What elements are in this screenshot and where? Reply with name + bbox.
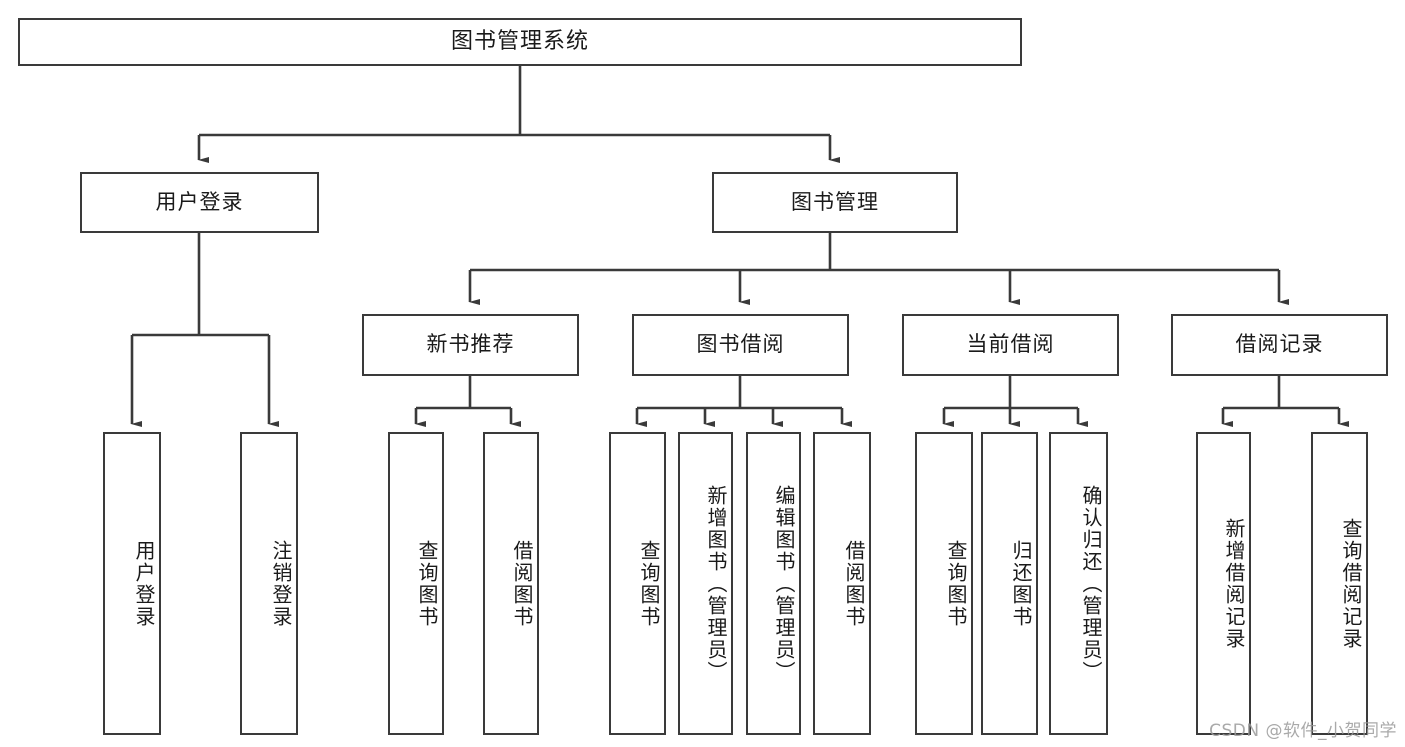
node-leaf-current-return-book[interactable]: 归还图书 (981, 432, 1038, 735)
node-user-login[interactable]: 用户登录 (80, 172, 319, 233)
node-label: 图书借阅 (696, 332, 785, 357)
node-leaf-borrow-query-book[interactable]: 查询图书 (609, 432, 666, 735)
node-new-book-recommend[interactable]: 新书推荐 (362, 314, 579, 376)
node-leaf-borrow-borrow-book[interactable]: 借阅图书 (813, 432, 871, 735)
node-label: 新书推荐 (426, 332, 515, 357)
node-label: 新增借阅记录 (1222, 517, 1246, 650)
node-leaf-record-add[interactable]: 新增借阅记录 (1196, 432, 1251, 735)
node-label: 图书管理 (791, 189, 879, 214)
node-borrow-record[interactable]: 借阅记录 (1171, 314, 1388, 376)
node-label: 编辑图书（管理员） (772, 484, 796, 683)
node-book-management[interactable]: 图书管理 (712, 172, 958, 233)
node-label: 确认归还（管理员） (1079, 484, 1103, 683)
node-current-borrow[interactable]: 当前借阅 (902, 314, 1119, 376)
node-leaf-current-confirm-return-admin[interactable]: 确认归还（管理员） (1049, 432, 1108, 735)
node-label: 查询图书 (415, 539, 439, 628)
node-leaf-current-query-book[interactable]: 查询图书 (915, 432, 973, 735)
watermark-text: CSDN @软件_小贺同学 (1209, 721, 1397, 741)
node-label: 查询借阅记录 (1339, 517, 1363, 650)
node-label: 借阅图书 (842, 539, 866, 628)
node-label: 当前借阅 (966, 332, 1055, 357)
node-label: 注销登录 (269, 539, 293, 628)
node-label: 归还图书 (1009, 539, 1033, 628)
node-label: 图书管理系统 (450, 28, 589, 54)
node-leaf-record-query[interactable]: 查询借阅记录 (1311, 432, 1368, 735)
node-label: 借阅记录 (1235, 332, 1324, 357)
node-label: 查询图书 (637, 539, 661, 628)
node-label: 用户登录 (132, 539, 156, 628)
node-root-system[interactable]: 图书管理系统 (18, 18, 1022, 66)
node-book-borrow[interactable]: 图书借阅 (632, 314, 849, 376)
node-leaf-recommend-query-book[interactable]: 查询图书 (388, 432, 444, 735)
node-label: 用户登录 (155, 189, 244, 214)
node-leaf-borrow-edit-book-admin[interactable]: 编辑图书（管理员） (746, 432, 801, 735)
node-label: 借阅图书 (510, 539, 534, 628)
node-leaf-recommend-borrow-book[interactable]: 借阅图书 (483, 432, 539, 735)
node-label: 查询图书 (944, 539, 968, 628)
node-leaf-borrow-add-book-admin[interactable]: 新增图书（管理员） (678, 432, 733, 735)
node-leaf-user-logout[interactable]: 注销登录 (240, 432, 298, 735)
node-label: 新增图书（管理员） (704, 484, 728, 683)
node-leaf-user-login[interactable]: 用户登录 (103, 432, 161, 735)
